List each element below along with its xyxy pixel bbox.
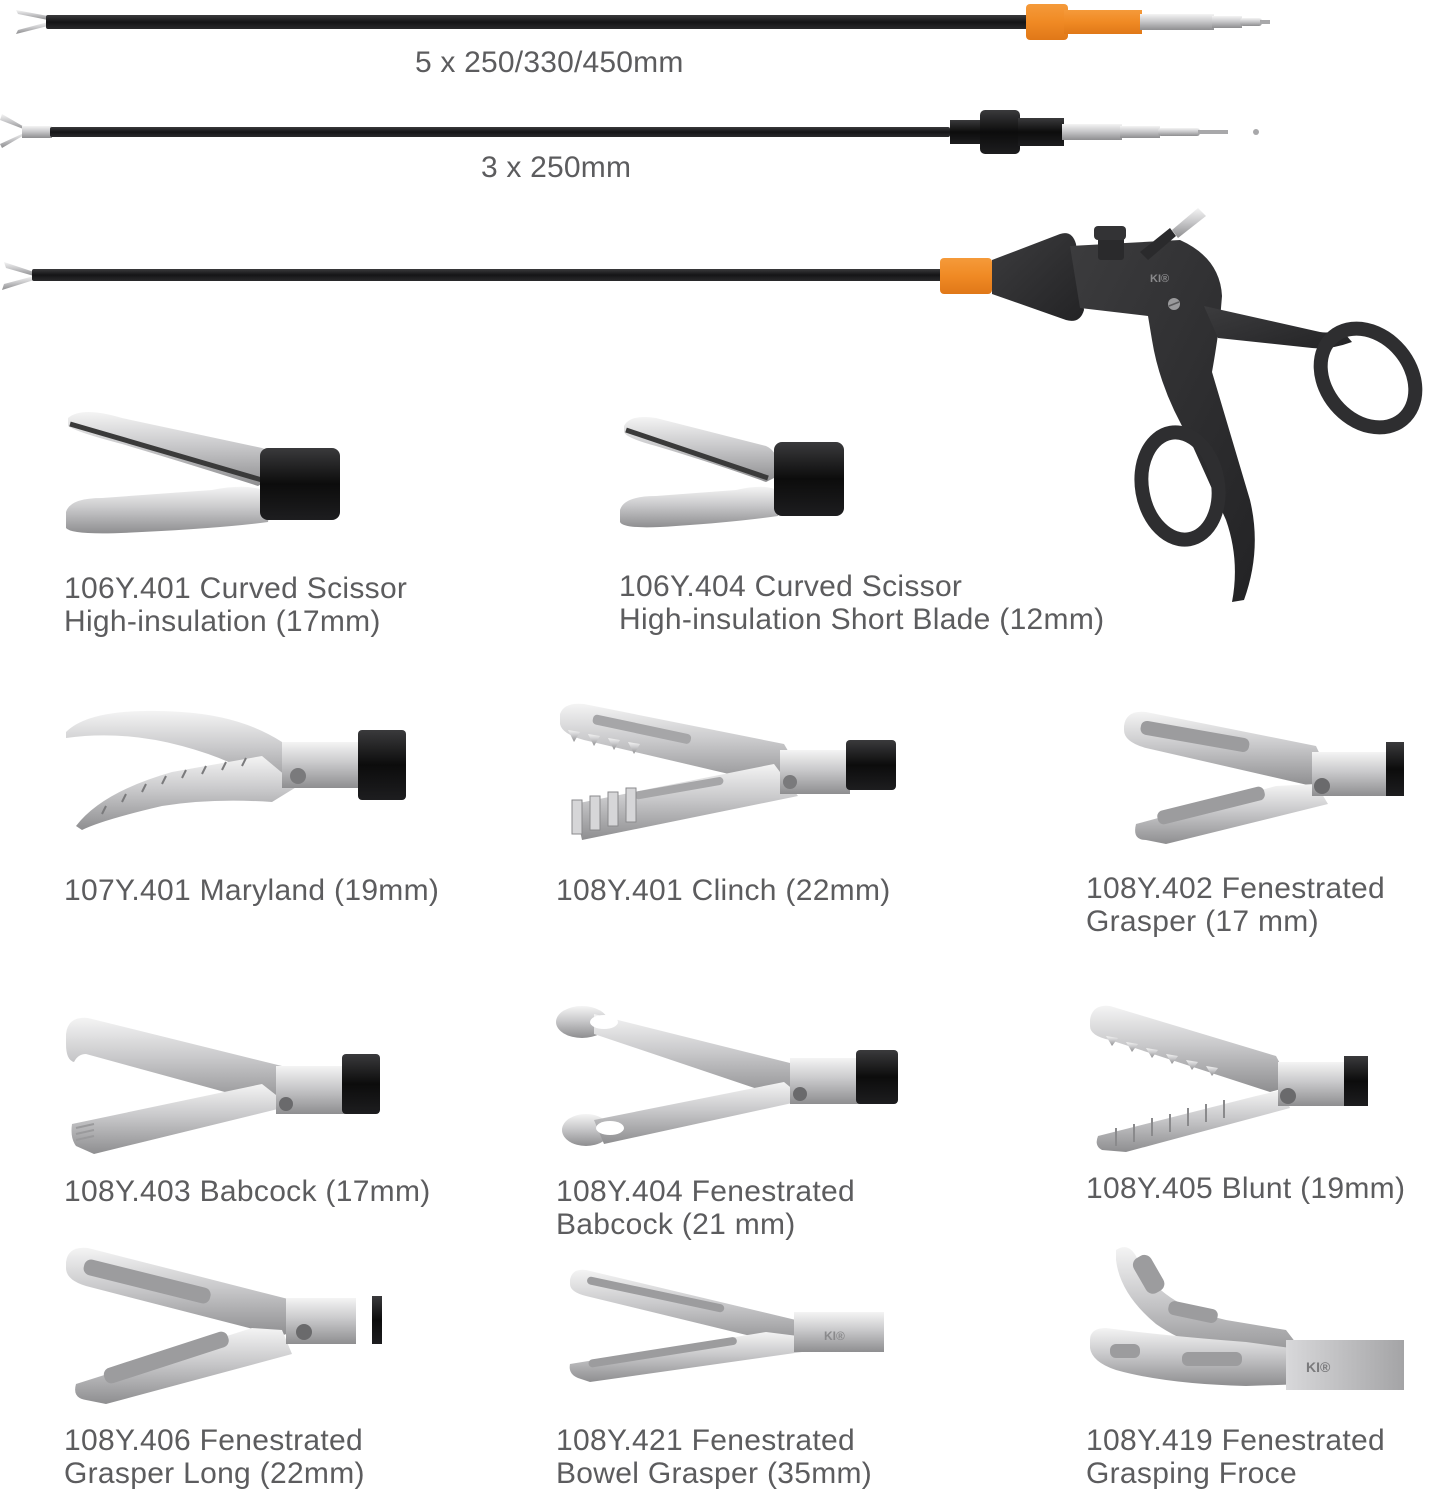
instrument-106Y404-caption: 106Y.404 Curved Scissor High-insulation … <box>619 570 1104 636</box>
caption-line-1: 108Y.403 Babcock (17mm) <box>64 1175 431 1208</box>
brand-mark-text: KI® <box>1150 273 1169 285</box>
caption-line-2: Babcock (21 mm) <box>556 1208 796 1241</box>
instrument-108Y402-caption: 108Y.402 Fenestrated Grasper (17 mm) <box>1086 872 1385 938</box>
caption-line-2: High-insulation (17mm) <box>64 605 381 638</box>
caption-line-1: 108Y.404 Fenestrated <box>556 1175 856 1208</box>
shaft-with-handle-instrument: KI® <box>0 200 1431 610</box>
shaft-5mm-dimension-label: 5 x 250/330/450mm <box>415 46 684 79</box>
handle-assembly-illustration: KI® <box>2 208 1423 602</box>
caption-line-1: 108Y.402 Fenestrated <box>1086 872 1386 905</box>
caption-line-1: 108Y.405 Blunt (19mm) <box>1086 1172 1406 1205</box>
caption-line-1: 108Y.406 Fenestrated <box>64 1424 364 1457</box>
instrument-106Y401-caption: 106Y.401 Curved Scissor High-insulation … <box>64 572 407 638</box>
instrument-108Y404-image <box>554 1004 900 1150</box>
instrument-108Y404-caption: 108Y.404 Fenestrated Babcock (21 mm) <box>556 1175 855 1241</box>
instrument-108Y421-image: KI® <box>566 1266 888 1386</box>
caption-line-2: High-insulation Short Blade (12mm) <box>619 603 1105 636</box>
shaft-5mm-instrument <box>14 4 1284 40</box>
shaft-3mm-illustration <box>0 110 1259 154</box>
caption-line-2: Grasping Froce <box>1086 1457 1297 1490</box>
caption-line-1: 106Y.404 Curved Scissor <box>619 570 963 603</box>
caption-line-2: Grasper Long (22mm) <box>64 1457 365 1490</box>
caption-line-1: 107Y.401 Maryland (19mm) <box>64 874 440 907</box>
instrument-108Y405-caption: 108Y.405 Blunt (19mm) <box>1086 1172 1405 1205</box>
brand-mark-text: KI® <box>1306 1359 1331 1375</box>
caption-line-1: 108Y.401 Clinch (22mm) <box>556 874 891 907</box>
instrument-107Y401-caption: 107Y.401 Maryland (19mm) <box>64 874 439 907</box>
caption-line-2: Bowel Grasper (35mm) <box>556 1457 873 1490</box>
instrument-108Y421-caption: 108Y.421 Fenestrated Bowel Grasper (35mm… <box>556 1424 872 1490</box>
instrument-108Y406-image <box>62 1244 384 1404</box>
instrument-108Y401-image <box>554 700 900 842</box>
shaft-5mm-illustration <box>16 4 1270 40</box>
caption-line-1: 108Y.421 Fenestrated <box>556 1424 856 1457</box>
instrument-106Y404-image <box>616 412 846 532</box>
shaft-3mm-dimension-label: 3 x 250mm <box>481 151 632 184</box>
shaft-3mm-instrument <box>0 108 1270 158</box>
instrument-108Y419-image: KI® <box>1086 1244 1406 1394</box>
instrument-107Y401-image <box>62 702 412 832</box>
instrument-108Y406-caption: 108Y.406 Fenestrated Grasper Long (22mm) <box>64 1424 365 1490</box>
instrument-106Y401-image <box>62 408 342 538</box>
instrument-108Y402-image <box>1116 706 1406 844</box>
caption-line-2: Grasper (17 mm) <box>1086 905 1319 938</box>
instrument-108Y401-caption: 108Y.401 Clinch (22mm) <box>556 874 891 907</box>
brand-mark-text: KI® <box>824 1329 845 1343</box>
instrument-108Y403-image <box>62 1014 384 1154</box>
instrument-108Y419-caption: 108Y.419 Fenestrated Grasping Froce <box>1086 1424 1385 1490</box>
instrument-108Y403-caption: 108Y.403 Babcock (17mm) <box>64 1175 431 1208</box>
instrument-108Y405-image <box>1086 1000 1370 1152</box>
caption-line-1: 106Y.401 Curved Scissor <box>64 572 408 605</box>
caption-line-1: 108Y.419 Fenestrated <box>1086 1424 1386 1457</box>
